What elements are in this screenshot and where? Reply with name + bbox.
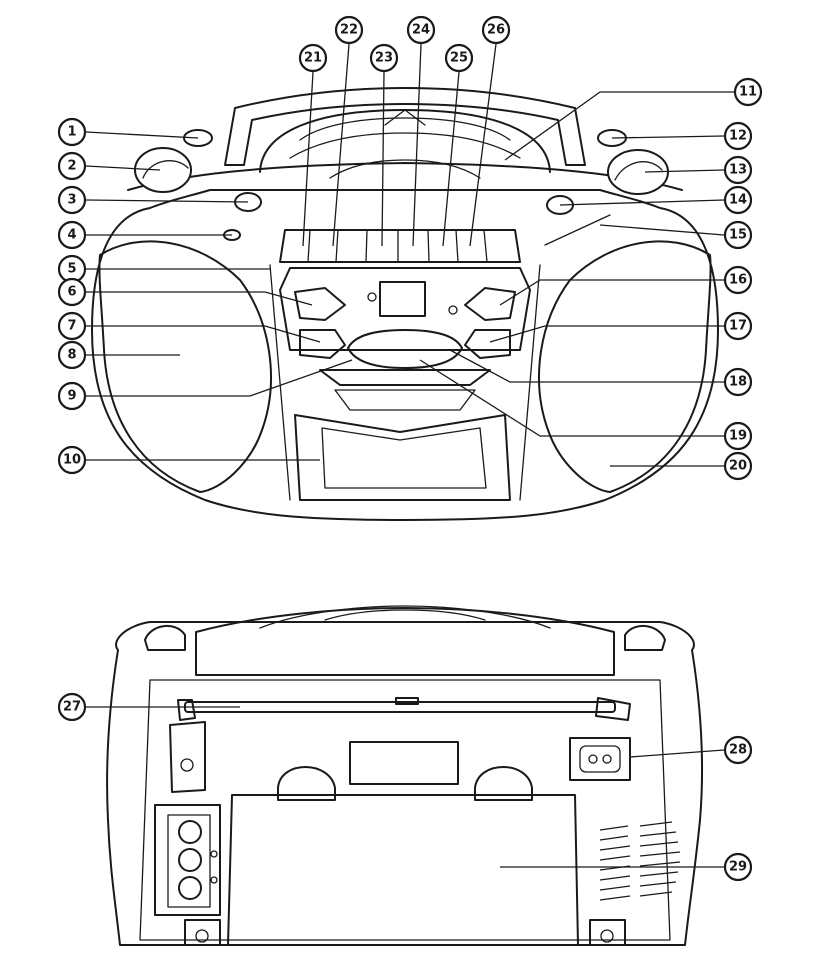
callout-12: 12 bbox=[723, 121, 753, 151]
callout-9: 9 bbox=[57, 381, 87, 411]
callout-18: 18 bbox=[723, 367, 753, 397]
svg-text:1: 1 bbox=[67, 125, 76, 140]
svg-text:6: 6 bbox=[67, 285, 76, 300]
svg-text:16: 16 bbox=[729, 273, 747, 288]
svg-text:19: 19 bbox=[729, 429, 747, 444]
callout-13: 13 bbox=[723, 155, 753, 185]
svg-text:22: 22 bbox=[340, 23, 358, 38]
svg-text:25: 25 bbox=[450, 51, 468, 66]
callout-8: 8 bbox=[57, 340, 87, 370]
svg-text:4: 4 bbox=[67, 228, 76, 243]
svg-text:20: 20 bbox=[729, 459, 747, 474]
svg-text:23: 23 bbox=[375, 51, 393, 66]
callout-16: 16 bbox=[723, 265, 753, 295]
svg-text:24: 24 bbox=[412, 23, 430, 38]
callout-28: 28 bbox=[723, 735, 753, 765]
svg-text:17: 17 bbox=[729, 319, 747, 334]
callout-7: 7 bbox=[57, 311, 87, 341]
callout-6: 6 bbox=[57, 277, 87, 307]
callout-11: 11 bbox=[733, 77, 763, 107]
svg-text:8: 8 bbox=[67, 348, 76, 363]
callout-15: 15 bbox=[723, 220, 753, 250]
callout-1: 1 bbox=[57, 117, 87, 147]
svg-text:3: 3 bbox=[67, 193, 76, 208]
callout-29: 29 bbox=[723, 852, 753, 882]
leader-lines bbox=[85, 43, 734, 868]
callout-4: 4 bbox=[57, 220, 87, 250]
callout-3: 3 bbox=[57, 185, 87, 215]
svg-text:10: 10 bbox=[63, 453, 81, 468]
svg-text:26: 26 bbox=[487, 23, 505, 38]
callout-10: 10 bbox=[57, 445, 87, 475]
svg-text:2: 2 bbox=[67, 159, 76, 174]
svg-text:9: 9 bbox=[67, 389, 76, 404]
vent-grille bbox=[599, 821, 681, 901]
callout-19: 19 bbox=[723, 421, 753, 451]
callout-badges: 1 2 3 4 5 6 7 8 9 10 11 12 13 14 15 16 1… bbox=[57, 15, 763, 882]
svg-text:28: 28 bbox=[729, 743, 747, 758]
svg-text:29: 29 bbox=[729, 860, 747, 875]
callout-14: 14 bbox=[723, 185, 753, 215]
svg-text:11: 11 bbox=[739, 85, 757, 100]
callout-24: 24 bbox=[406, 15, 436, 45]
callout-26: 26 bbox=[481, 15, 511, 45]
svg-text:12: 12 bbox=[729, 129, 747, 144]
cassette-button-row bbox=[279, 229, 521, 263]
svg-text:15: 15 bbox=[729, 228, 747, 243]
callout-22: 22 bbox=[334, 15, 364, 45]
svg-text:7: 7 bbox=[67, 319, 76, 334]
callout-23: 23 bbox=[369, 43, 399, 73]
callout-21: 21 bbox=[298, 43, 328, 73]
svg-text:14: 14 bbox=[729, 193, 747, 208]
callout-25: 25 bbox=[444, 43, 474, 73]
callout-27: 27 bbox=[57, 692, 87, 722]
svg-text:27: 27 bbox=[63, 700, 81, 715]
svg-text:21: 21 bbox=[304, 51, 322, 66]
front-view bbox=[91, 87, 719, 521]
back-view bbox=[106, 605, 703, 946]
svg-text:5: 5 bbox=[67, 262, 76, 277]
svg-text:18: 18 bbox=[729, 375, 747, 390]
svg-text:13: 13 bbox=[729, 163, 747, 178]
callout-2: 2 bbox=[57, 151, 87, 181]
callout-17: 17 bbox=[723, 311, 753, 341]
callout-20: 20 bbox=[723, 451, 753, 481]
